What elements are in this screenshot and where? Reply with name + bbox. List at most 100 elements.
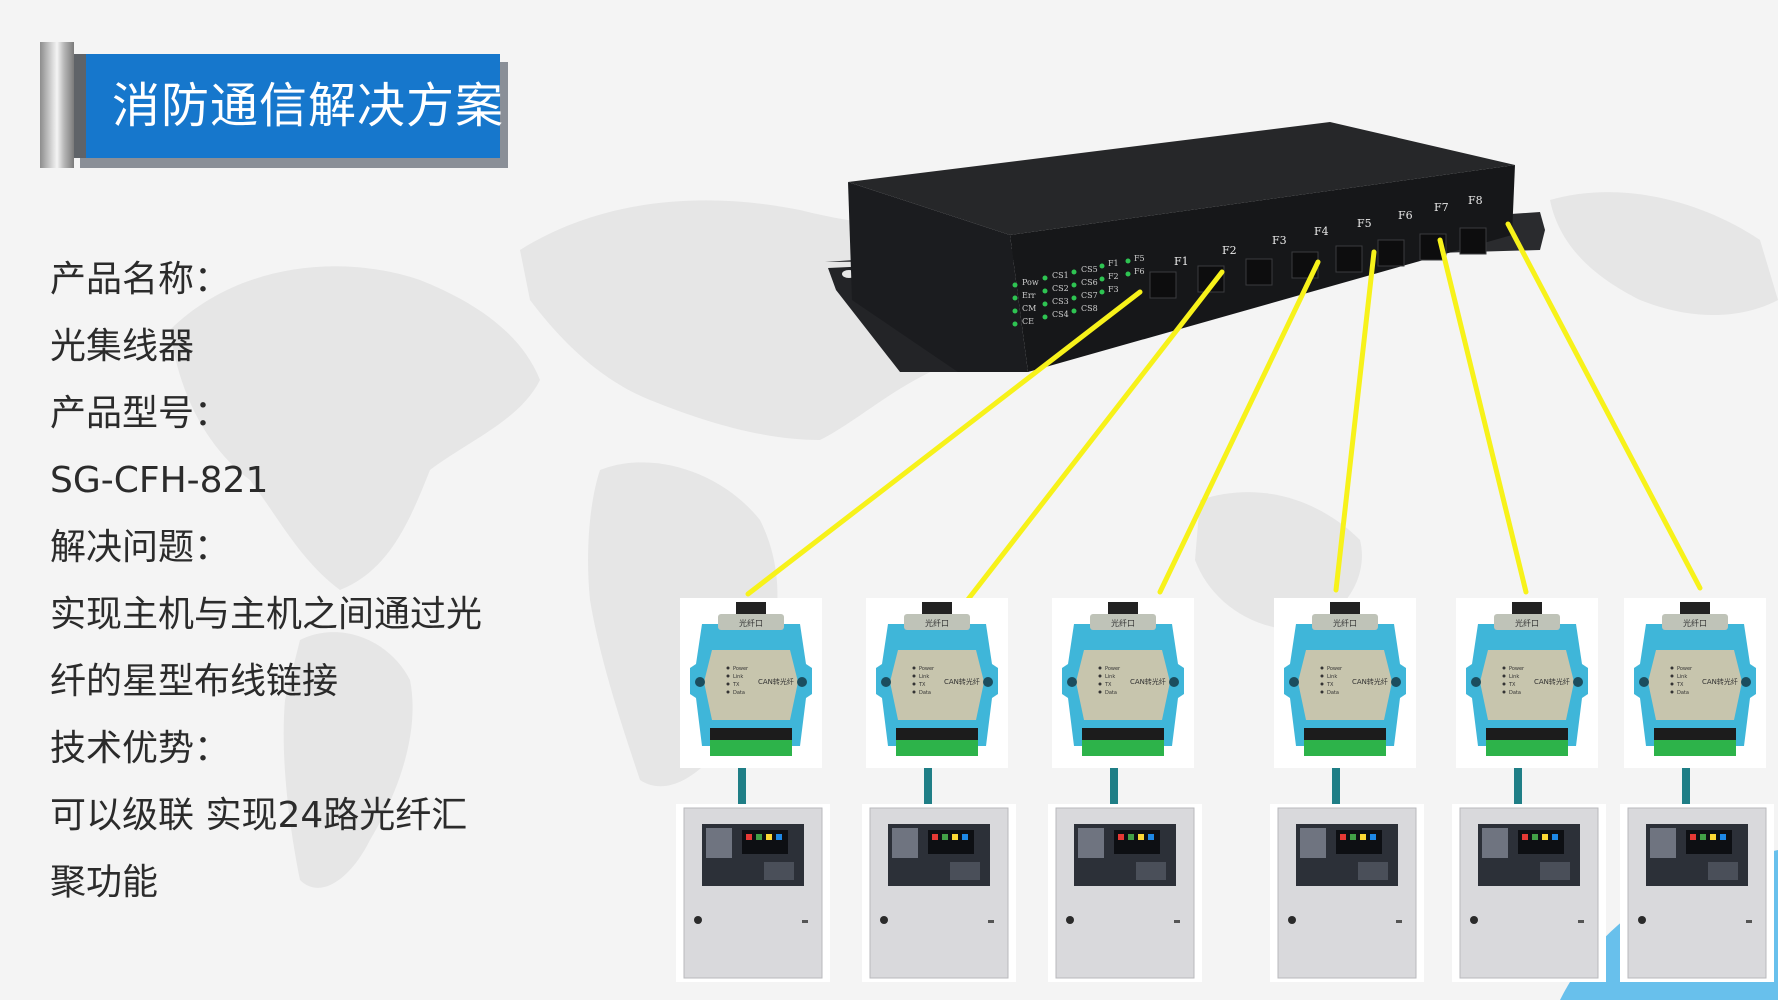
fire-alarm-control-panel (862, 804, 1016, 982)
led-label: Link (1509, 674, 1519, 680)
indicator-icon (1690, 834, 1696, 840)
converter-top-plate (1662, 614, 1728, 630)
converter-top-label: 光纤口 (1111, 618, 1135, 628)
converter-top-plate (1312, 614, 1378, 630)
led-label: Power (919, 666, 935, 672)
converter-brand-label: CAN转光纤 (1534, 677, 1570, 686)
indicator-icon (1138, 834, 1144, 840)
lock-icon (694, 916, 702, 924)
terminal-label-strip (1486, 728, 1568, 740)
label-small-f6: F6 (1134, 267, 1145, 276)
terminal-block (1082, 740, 1164, 756)
led-icon (726, 690, 730, 694)
led-icon (1098, 682, 1102, 686)
fiber-port (1377, 239, 1405, 267)
converter-brand-label: CAN转光纤 (1702, 677, 1738, 686)
screw-icon (695, 677, 705, 687)
led-icon (1042, 301, 1048, 307)
led-icon (1042, 288, 1048, 294)
connector-cable (1332, 768, 1340, 812)
fiber-port (1335, 245, 1363, 273)
title-scroll-roll (40, 42, 74, 168)
fiber-port (1459, 227, 1487, 255)
converter-top-label: 光纤口 (1683, 618, 1707, 628)
led-icon (1099, 289, 1105, 295)
fiber-connector (1330, 602, 1360, 614)
indicator-icon (1340, 834, 1346, 840)
converter-brand-label: CAN转光纤 (944, 677, 980, 686)
panel-zone-list (1078, 828, 1104, 858)
info-line-problem-value-1: 实现主机与主机之间通过光 (50, 594, 483, 635)
indicator-icon (756, 834, 762, 840)
hinge-icon (1174, 920, 1180, 923)
indicator-icon (1148, 834, 1154, 840)
indicator-icon (1370, 834, 1376, 840)
fire-alarm-control-panel (1270, 804, 1424, 982)
indicator-icon (952, 834, 958, 840)
control-panel-graphic (683, 807, 823, 979)
screw-icon (1741, 677, 1751, 687)
screw-icon (1471, 677, 1481, 687)
lock-icon (1066, 916, 1074, 924)
hinge-icon (802, 920, 808, 923)
hub-side-face (848, 182, 1028, 372)
led-label: Data (1677, 690, 1689, 696)
indicator-icon (776, 834, 782, 840)
fiber-connector (1108, 602, 1138, 614)
led-label: TX (1104, 682, 1112, 688)
panel-screen (1518, 830, 1564, 854)
fiber-connector (922, 602, 952, 614)
panel-screen (1686, 830, 1732, 854)
info-line-advantage-value-1: 可以级联 实现24路光纤汇 (50, 795, 468, 836)
hinge-icon (988, 920, 994, 923)
fiber-line (963, 269, 1225, 605)
led-label: Data (733, 690, 745, 696)
label-small-f5: F5 (1134, 254, 1145, 263)
led-icon (1320, 674, 1324, 678)
converter-top-label: 光纤口 (1333, 618, 1357, 628)
led-icon (1670, 682, 1674, 686)
terminal-label-strip (1082, 728, 1164, 740)
screw-icon (983, 677, 993, 687)
label-err: Err (1022, 291, 1036, 300)
panel-keypad (764, 862, 794, 880)
connector-cable (1110, 768, 1118, 812)
indicator-icon (1350, 834, 1356, 840)
led-icon (1099, 276, 1105, 282)
panel-keypad (1708, 862, 1738, 880)
label-cs5: CS5 (1081, 265, 1098, 274)
fiber-connector (1680, 602, 1710, 614)
terminal-block (1304, 740, 1386, 756)
converter-top-label: 光纤口 (925, 618, 949, 628)
label-cm: CM (1022, 304, 1036, 313)
panel-screen (1114, 830, 1160, 854)
info-line-problem-value-2: 纤的星型布线链接 (50, 661, 339, 702)
label-cs3: CS3 (1052, 297, 1069, 306)
label-pow: Pow (1022, 278, 1039, 287)
label-cs7: CS7 (1081, 291, 1098, 300)
led-icon (726, 674, 730, 678)
indicator-icon (1552, 834, 1558, 840)
converter-brand-label: CAN转光纤 (758, 677, 794, 686)
info-line-model-value: SG-CFH-821 (50, 460, 269, 501)
hinge-icon (1578, 920, 1584, 923)
lock-icon (1638, 916, 1646, 924)
led-icon (1071, 269, 1077, 275)
terminal-block (1654, 740, 1736, 756)
indicator-icon (746, 834, 752, 840)
converter-top-plate (718, 614, 784, 630)
led-label: Link (1105, 674, 1115, 680)
panel-screen (742, 830, 788, 854)
fiber-line (745, 289, 1143, 597)
led-icon (912, 666, 916, 670)
fiber-connector (736, 602, 766, 614)
panel-zone-list (706, 828, 732, 858)
led-label: Power (1509, 666, 1525, 672)
label-small-f1: F1 (1108, 259, 1119, 268)
